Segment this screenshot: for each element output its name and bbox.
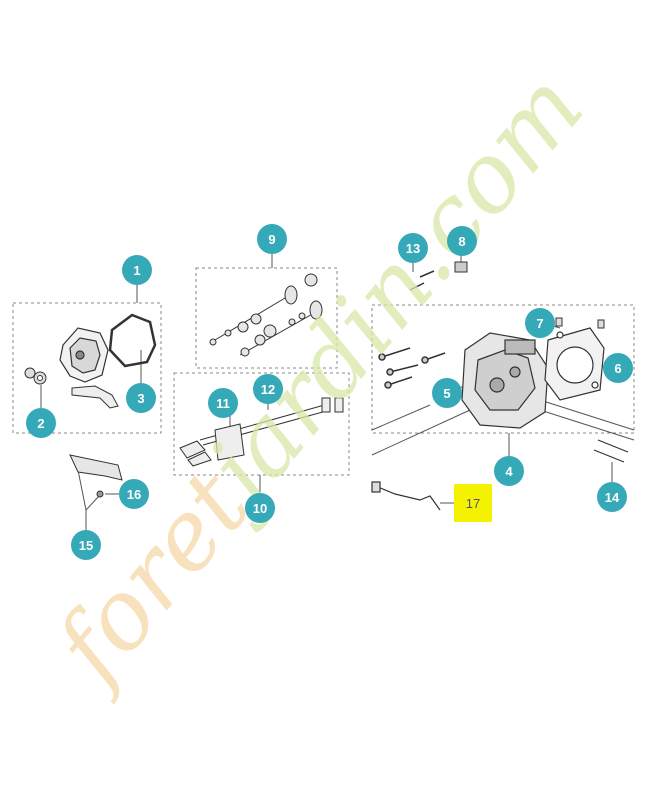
callout-17-highlighted[interactable]: 17 bbox=[454, 484, 492, 522]
callout-2[interactable]: 2 bbox=[26, 408, 56, 438]
callout-6[interactable]: 6 bbox=[603, 353, 633, 383]
callout-16[interactable]: 16 bbox=[119, 479, 149, 509]
rocker-cover-part bbox=[59, 327, 109, 383]
push-rod-parts bbox=[179, 397, 344, 467]
valve-parts bbox=[209, 273, 323, 357]
cylinder-head-part bbox=[461, 332, 549, 429]
head-gasket-part bbox=[544, 327, 605, 401]
breather-tube-part bbox=[71, 385, 119, 409]
callout-15[interactable]: 15 bbox=[71, 530, 101, 560]
callout-8[interactable]: 8 bbox=[447, 226, 477, 256]
callout-4[interactable]: 4 bbox=[494, 456, 524, 486]
callout-3[interactable]: 3 bbox=[126, 383, 156, 413]
callout-1[interactable]: 1 bbox=[122, 255, 152, 285]
callout-13[interactable]: 13 bbox=[398, 233, 428, 263]
callout-11[interactable]: 11 bbox=[208, 388, 238, 418]
sensor-cable-part bbox=[371, 481, 441, 511]
callout-7[interactable]: 7 bbox=[525, 308, 555, 338]
callout-10[interactable]: 10 bbox=[245, 493, 275, 523]
gasket-part bbox=[108, 313, 157, 368]
rod-parts bbox=[593, 439, 629, 463]
callout-12[interactable]: 12 bbox=[253, 374, 283, 404]
group-box-cylinder-head bbox=[371, 304, 635, 434]
callout-5[interactable]: 5 bbox=[432, 378, 462, 408]
head-bolt-parts bbox=[378, 347, 446, 389]
group-box-valves bbox=[195, 267, 338, 369]
deflector-part bbox=[69, 454, 123, 498]
dowel-parts bbox=[555, 317, 605, 329]
washer-part bbox=[24, 367, 47, 385]
stud-parts bbox=[409, 270, 435, 291]
callout-9[interactable]: 9 bbox=[257, 224, 287, 254]
callout-14[interactable]: 14 bbox=[597, 482, 627, 512]
nut-part bbox=[454, 261, 468, 273]
group-box-rocker-cover bbox=[12, 302, 162, 434]
